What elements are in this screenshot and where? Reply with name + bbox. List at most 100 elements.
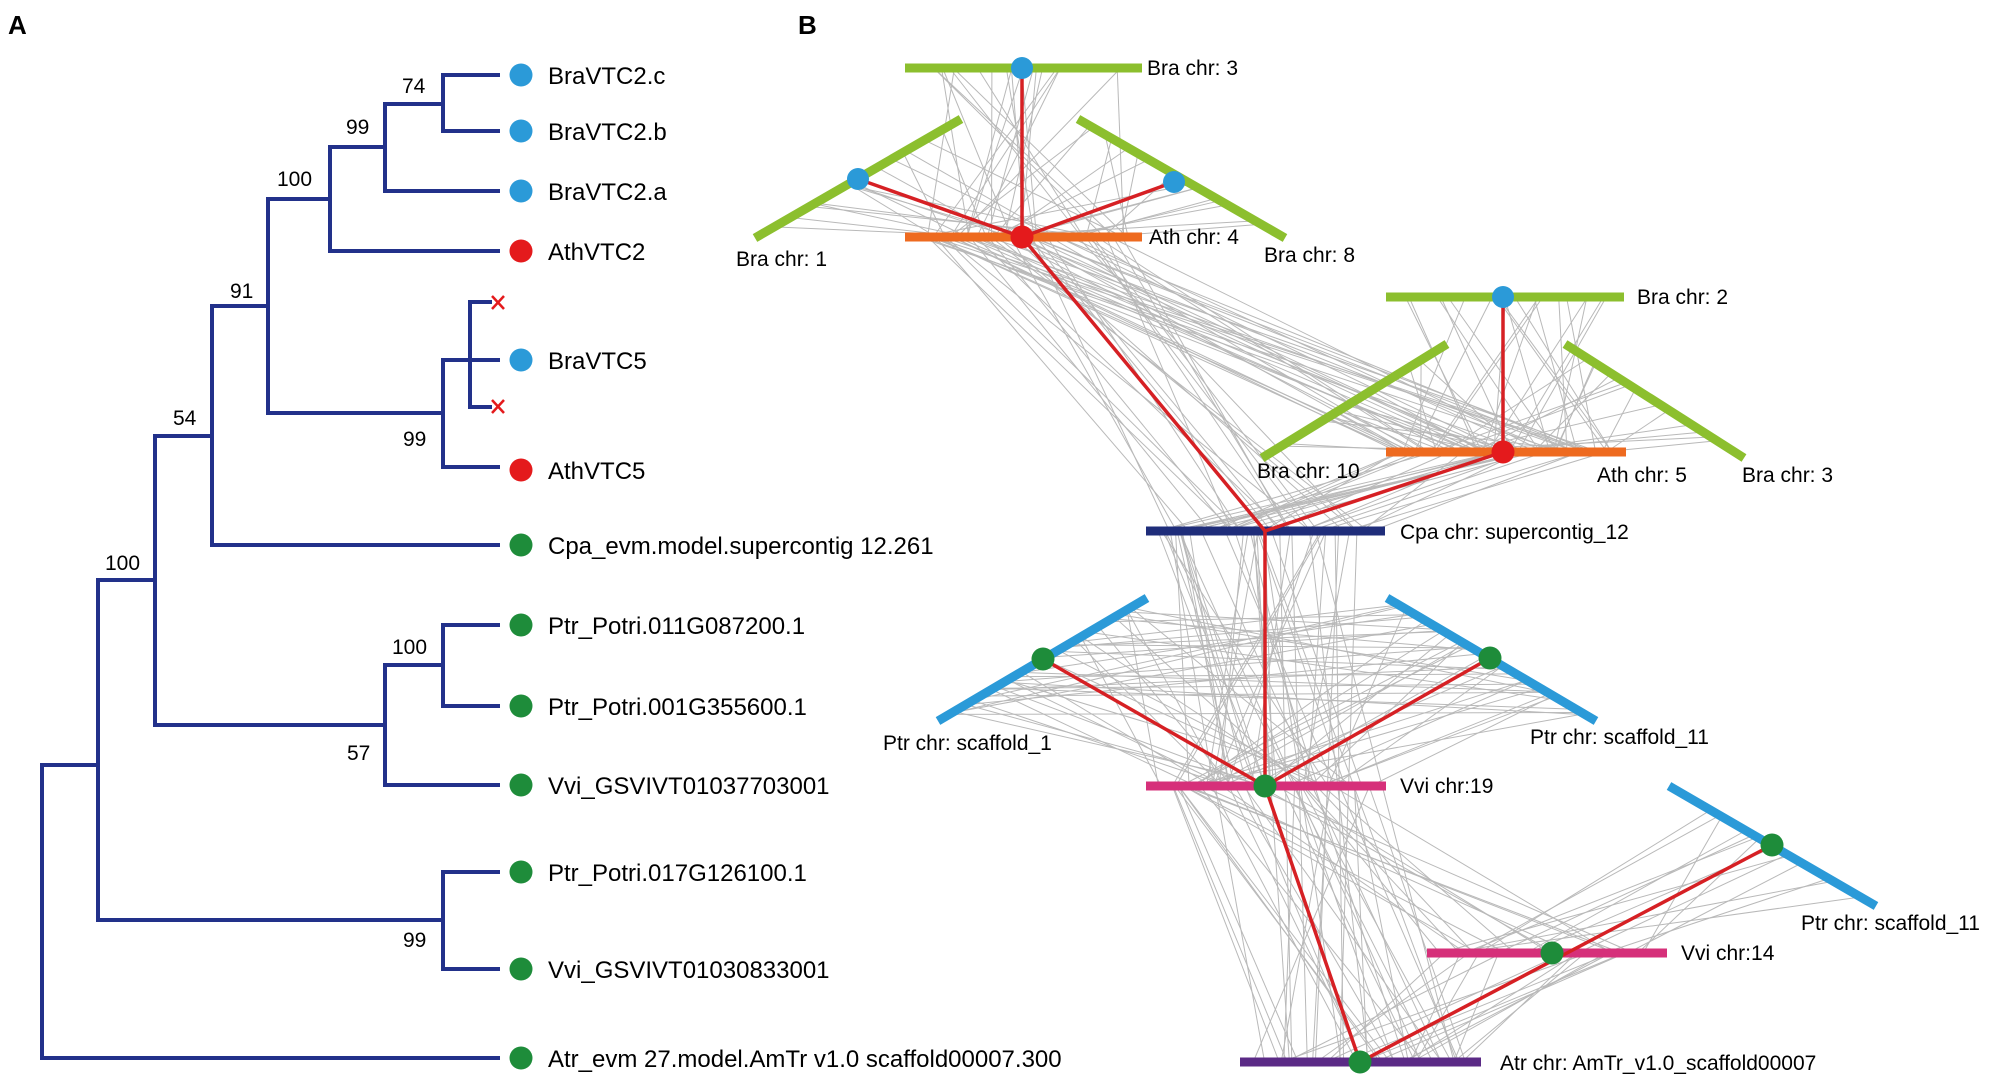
- synteny-line: [1183, 785, 1622, 954]
- synteny-line: [1053, 204, 1228, 238]
- synteny-line: [1303, 785, 1460, 954]
- leaf-lost-1: [491, 295, 505, 310]
- synteny-line: [1069, 236, 1537, 453]
- synteny-line: [1067, 644, 1473, 649]
- synteny-line: [1243, 785, 1443, 1063]
- support-value: 100: [105, 552, 140, 575]
- chromosome-label: Ptr chr: scaffold_11: [1530, 726, 1709, 749]
- panel-label-a: A: [8, 10, 27, 40]
- leaves: BraVTC2.c BraVTC2.b BraVTC2.a AthVTC2: [491, 63, 1062, 1073]
- outgroup-gene-marker: [509, 533, 533, 557]
- outgroup-gene-marker: [1540, 941, 1564, 965]
- synteny-line: [1186, 785, 1616, 954]
- synteny-line: [1415, 952, 1480, 1063]
- synteny-line: [1007, 679, 1227, 787]
- leaf-ptr-011: Ptr_Potri.011G087200.1: [509, 613, 805, 640]
- arabidopsis-gene-marker: [509, 239, 533, 263]
- synteny-line: [1073, 197, 1217, 238]
- branch-cpa: [210, 304, 500, 547]
- synteny-line: [1031, 236, 1594, 453]
- synteny-line: [922, 236, 1528, 453]
- synteny-line: [1114, 616, 1303, 787]
- synteny-line: [1439, 855, 1790, 954]
- chromosome-label: Bra chr: 2: [1637, 286, 1728, 309]
- link-ath4-cpa: [1020, 235, 1267, 533]
- synteny-line: [944, 236, 1311, 532]
- synteny-line: [993, 125, 1091, 238]
- synteny-line: [1495, 296, 1608, 453]
- synteny-line: [1188, 451, 1527, 532]
- synteny-line: [1361, 952, 1625, 1063]
- synteny-line: [950, 606, 1402, 714]
- chromosome-bra-3-right: [1562, 340, 1747, 462]
- synteny-line: [1227, 451, 1425, 532]
- synteny-line: [1277, 785, 1551, 954]
- synteny-line: [1164, 530, 1434, 1063]
- synteny-line: [1180, 641, 1462, 787]
- synteny-line: [1126, 609, 1159, 787]
- synteny-line: [1309, 451, 1546, 532]
- outgroup-gene-marker: [1253, 774, 1277, 798]
- support-value: 57: [347, 742, 370, 765]
- brassica-gene-marker: [1492, 286, 1514, 308]
- synteny-line: [1210, 451, 1402, 532]
- support-value: 100: [392, 636, 427, 659]
- synteny-line: [975, 236, 1285, 532]
- synteny-line: [1171, 785, 1280, 1063]
- synteny-line: [1263, 634, 1450, 787]
- arabidopsis-gene-marker: [1491, 440, 1515, 464]
- synteny-line: [1338, 410, 1447, 453]
- synteny-line: [1553, 363, 1596, 453]
- synteny-line: [1252, 655, 1486, 787]
- synteny-line: [956, 67, 1122, 238]
- synteny-line: [1002, 236, 1422, 453]
- synteny-line: [951, 623, 1432, 714]
- synteny-line: [1157, 530, 1256, 787]
- brassica-gene-marker: [509, 179, 533, 203]
- leaf-label: Vvi_GSVIVT01037703001: [548, 773, 830, 800]
- synteny-line: [1432, 382, 1626, 453]
- synteny-line: [1250, 785, 1634, 954]
- leaf-label: AthVTC5: [548, 458, 645, 485]
- synteny-line: [1411, 952, 1607, 1063]
- synteny-line: [1420, 359, 1422, 453]
- brassica-gene-marker: [509, 119, 533, 143]
- branch-bravtc2cb: [441, 73, 500, 133]
- branch-ptr-pair: [441, 623, 500, 708]
- synteny-line: [1342, 952, 1612, 1063]
- synteny-line: [1319, 693, 1550, 787]
- brassica-gene-marker: [509, 63, 533, 87]
- leaf-ptr-001: Ptr_Potri.001G355600.1: [509, 694, 807, 721]
- leaf-cpa: Cpa_evm.model.supercontig 12.261: [509, 533, 934, 560]
- synteny-line: [1228, 785, 1364, 1063]
- outgroup-gene-marker: [509, 773, 533, 797]
- synteny-line: [1315, 785, 1474, 954]
- synteny-line: [1291, 530, 1308, 1063]
- synteny-line: [993, 687, 1576, 710]
- chromosome-label: Vvi chr:19: [1400, 775, 1493, 798]
- leaf-label: Ptr_Potri.001G355600.1: [548, 694, 807, 721]
- leaf-lost-2: [491, 399, 505, 414]
- synteny-line: [1012, 236, 1558, 453]
- synteny-line: [1179, 530, 1248, 787]
- synteny-line: [1182, 713, 1584, 787]
- chromosome-label: Bra chr: 10: [1257, 460, 1360, 483]
- brassica-gene-marker: [1163, 171, 1185, 193]
- synteny-line: [1178, 785, 1391, 1063]
- synteny-line: [1440, 296, 1513, 453]
- chromosome-label: Ath chr: 4: [1149, 226, 1239, 249]
- chromosome-label: Bra chr: 3: [1742, 464, 1833, 487]
- synteny-line: [930, 236, 1475, 453]
- synteny-line: [991, 689, 1197, 787]
- synteny-line: [1221, 665, 1504, 787]
- synteny-line: [1012, 236, 1345, 532]
- chromosome-label: Ptr chr: scaffold_1: [883, 732, 1052, 755]
- synteny-line: [1189, 530, 1230, 787]
- synteny-line: [1201, 785, 1574, 954]
- synteny-line: [1322, 785, 1516, 954]
- synteny-line: [1234, 530, 1319, 787]
- leaf-label: BraVTC2.c: [548, 63, 665, 90]
- support-value: 100: [277, 168, 312, 191]
- synteny-line: [1085, 236, 1311, 532]
- synteny-line: [1057, 236, 1506, 453]
